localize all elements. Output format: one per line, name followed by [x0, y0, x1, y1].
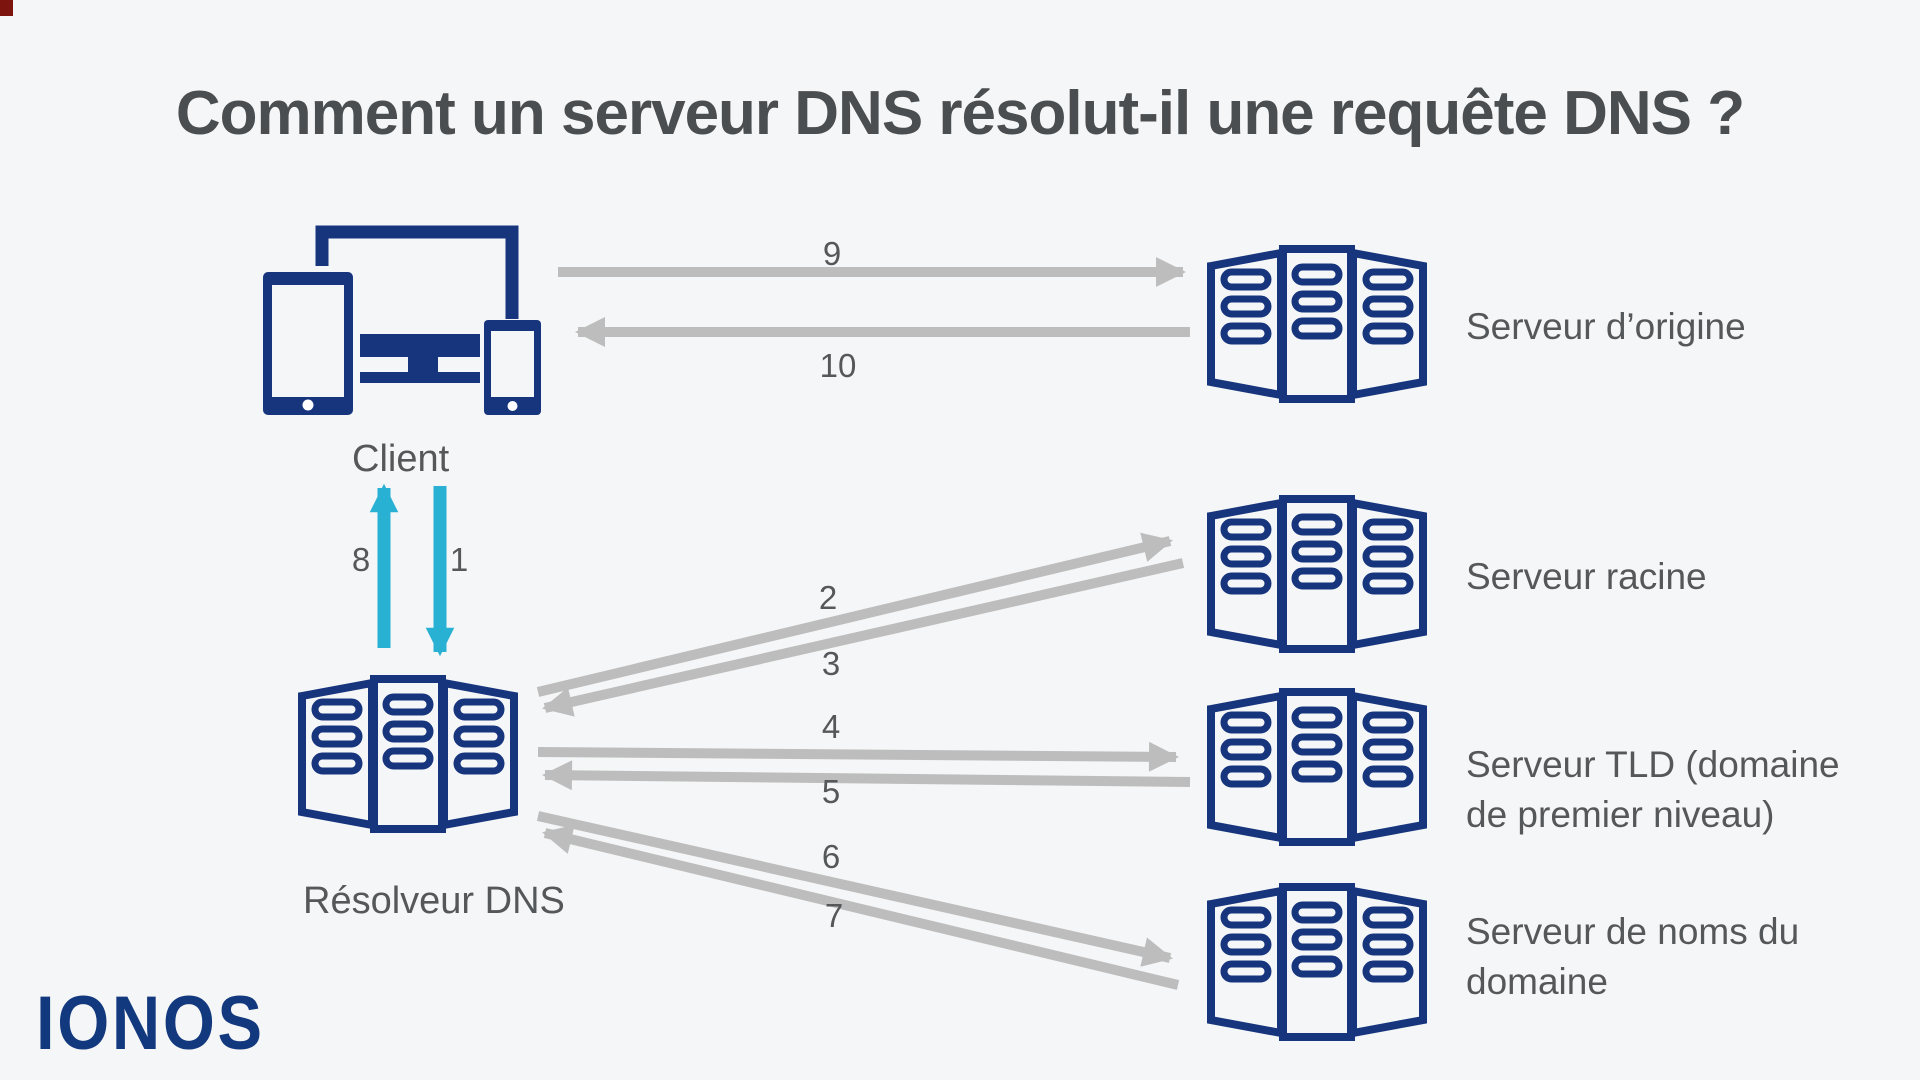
arrow-step-5 [542, 760, 1191, 791]
root-server-label: Serveur racine [1466, 556, 1707, 597]
arrow-step-6 [536, 811, 1173, 967]
arrow-step-2 [536, 532, 1173, 697]
step-number-5: 5 [821, 773, 841, 810]
corner-mark [0, 0, 13, 16]
client-devices-icon [263, 225, 541, 415]
step-number-1: 1 [449, 541, 469, 578]
resolver-label: Résolveur DNS [303, 880, 565, 922]
step-number-2: 2 [818, 579, 838, 616]
root-server-icon [1203, 490, 1431, 658]
step-number-6: 6 [821, 838, 841, 875]
arrow-step-4 [537, 741, 1179, 772]
ionos-logo: IONOS [36, 981, 265, 1066]
client-label: Client [352, 438, 450, 480]
smartphone-icon [484, 320, 541, 415]
origin-server-label: Serveur d’origine [1466, 306, 1746, 347]
resolver-server-icon [294, 670, 522, 838]
step-number-8: 8 [351, 541, 371, 578]
tld-server-icon [1203, 683, 1431, 851]
step-number-10: 10 [819, 347, 857, 384]
step-number-7: 7 [824, 897, 844, 934]
domain-nameserver-icon [1203, 878, 1431, 1046]
origin-server-icon [1203, 240, 1431, 408]
page-title: Comment un serveur DNS résolut-il une re… [175, 79, 1745, 148]
tld-server-label: Serveur TLD (domaine de premier niveau) [1466, 744, 1840, 835]
tablet-icon [263, 272, 353, 415]
domain-nameserver-label: Serveur de noms du domaine [1466, 911, 1800, 1002]
step-number-3: 3 [821, 645, 841, 682]
arrow-step-3 [542, 558, 1185, 717]
step-number-4: 4 [821, 708, 841, 745]
step-number-9: 9 [822, 235, 842, 272]
arrow-step-7 [542, 824, 1180, 990]
